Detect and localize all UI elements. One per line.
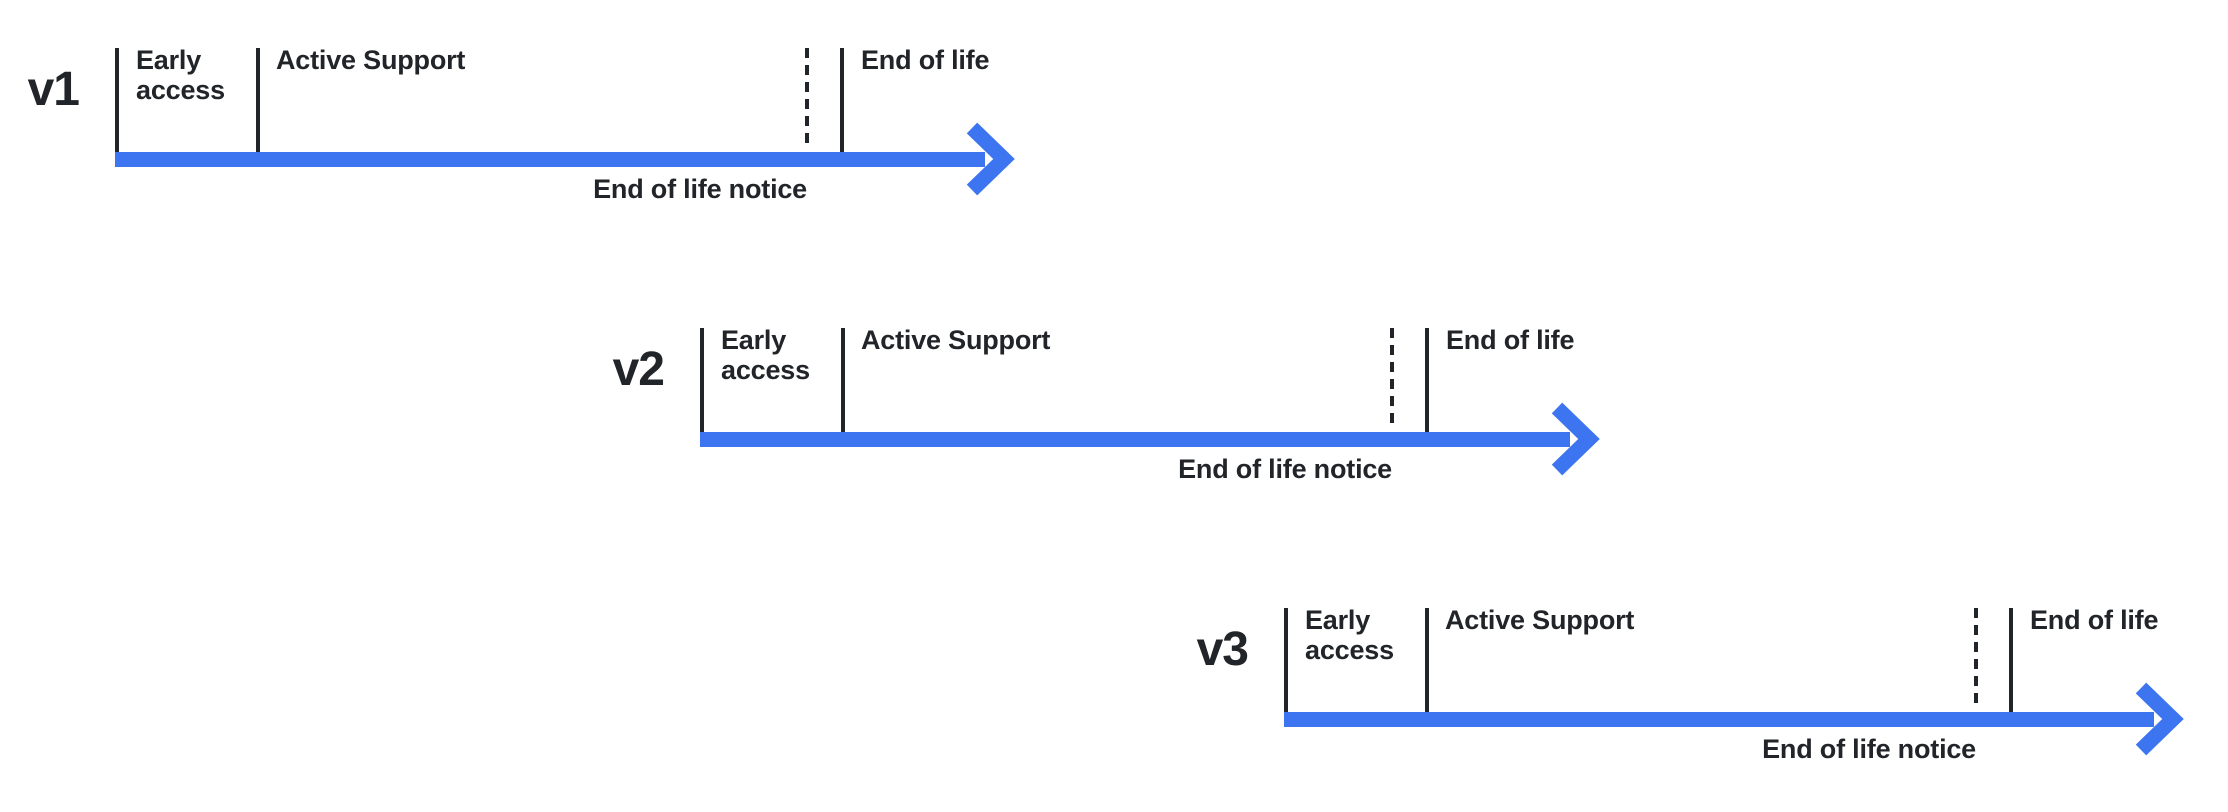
end-of-life-tick — [2009, 608, 2013, 712]
early-access-label: Early access — [721, 325, 810, 385]
timeline-v2: v2 Early access Active Support End of li… — [613, 325, 1802, 568]
eol-notice-dashed-line — [1390, 328, 1394, 428]
eol-notice-dashed-line — [805, 48, 809, 148]
end-of-life-notice-label: End of life notice — [593, 174, 807, 204]
end-of-life-label: End of life — [2030, 605, 2159, 635]
end-of-life-notice-label: End of life notice — [1178, 454, 1392, 484]
arrow-right-icon — [2133, 679, 2187, 764]
active-support-tick — [841, 328, 845, 432]
timeline-arrow-shaft — [700, 432, 1570, 447]
active-support-tick — [256, 48, 260, 152]
end-of-life-tick — [840, 48, 844, 152]
timeline-v1: v1 Early access Active Support End of li… — [28, 45, 1217, 288]
end-of-life-label: End of life — [861, 45, 990, 75]
end-of-life-tick — [1425, 328, 1429, 432]
timeline-arrow-shaft — [1284, 712, 2154, 727]
eol-notice-dashed-line — [1974, 608, 1978, 708]
arrow-right-icon — [1549, 399, 1603, 484]
end-of-life-label: End of life — [1446, 325, 1575, 355]
active-support-label: Active Support — [861, 325, 1051, 355]
timeline-v3: v3 Early access Active Support End of li… — [1197, 605, 2228, 812]
active-support-tick — [1425, 608, 1429, 712]
version-label: v3 — [1196, 623, 1249, 676]
version-label: v2 — [612, 343, 665, 396]
active-support-label: Active Support — [1445, 605, 1635, 635]
version-label: v1 — [27, 63, 80, 116]
end-of-life-notice-label: End of life notice — [1762, 734, 1976, 764]
timeline-arrow-shaft — [115, 152, 985, 167]
early-access-tick — [1284, 608, 1288, 712]
early-access-tick — [115, 48, 119, 152]
early-access-label: Early access — [136, 45, 225, 105]
early-access-tick — [700, 328, 704, 432]
arrow-right-icon — [964, 119, 1018, 204]
active-support-label: Active Support — [276, 45, 466, 75]
early-access-label: Early access — [1305, 605, 1394, 665]
